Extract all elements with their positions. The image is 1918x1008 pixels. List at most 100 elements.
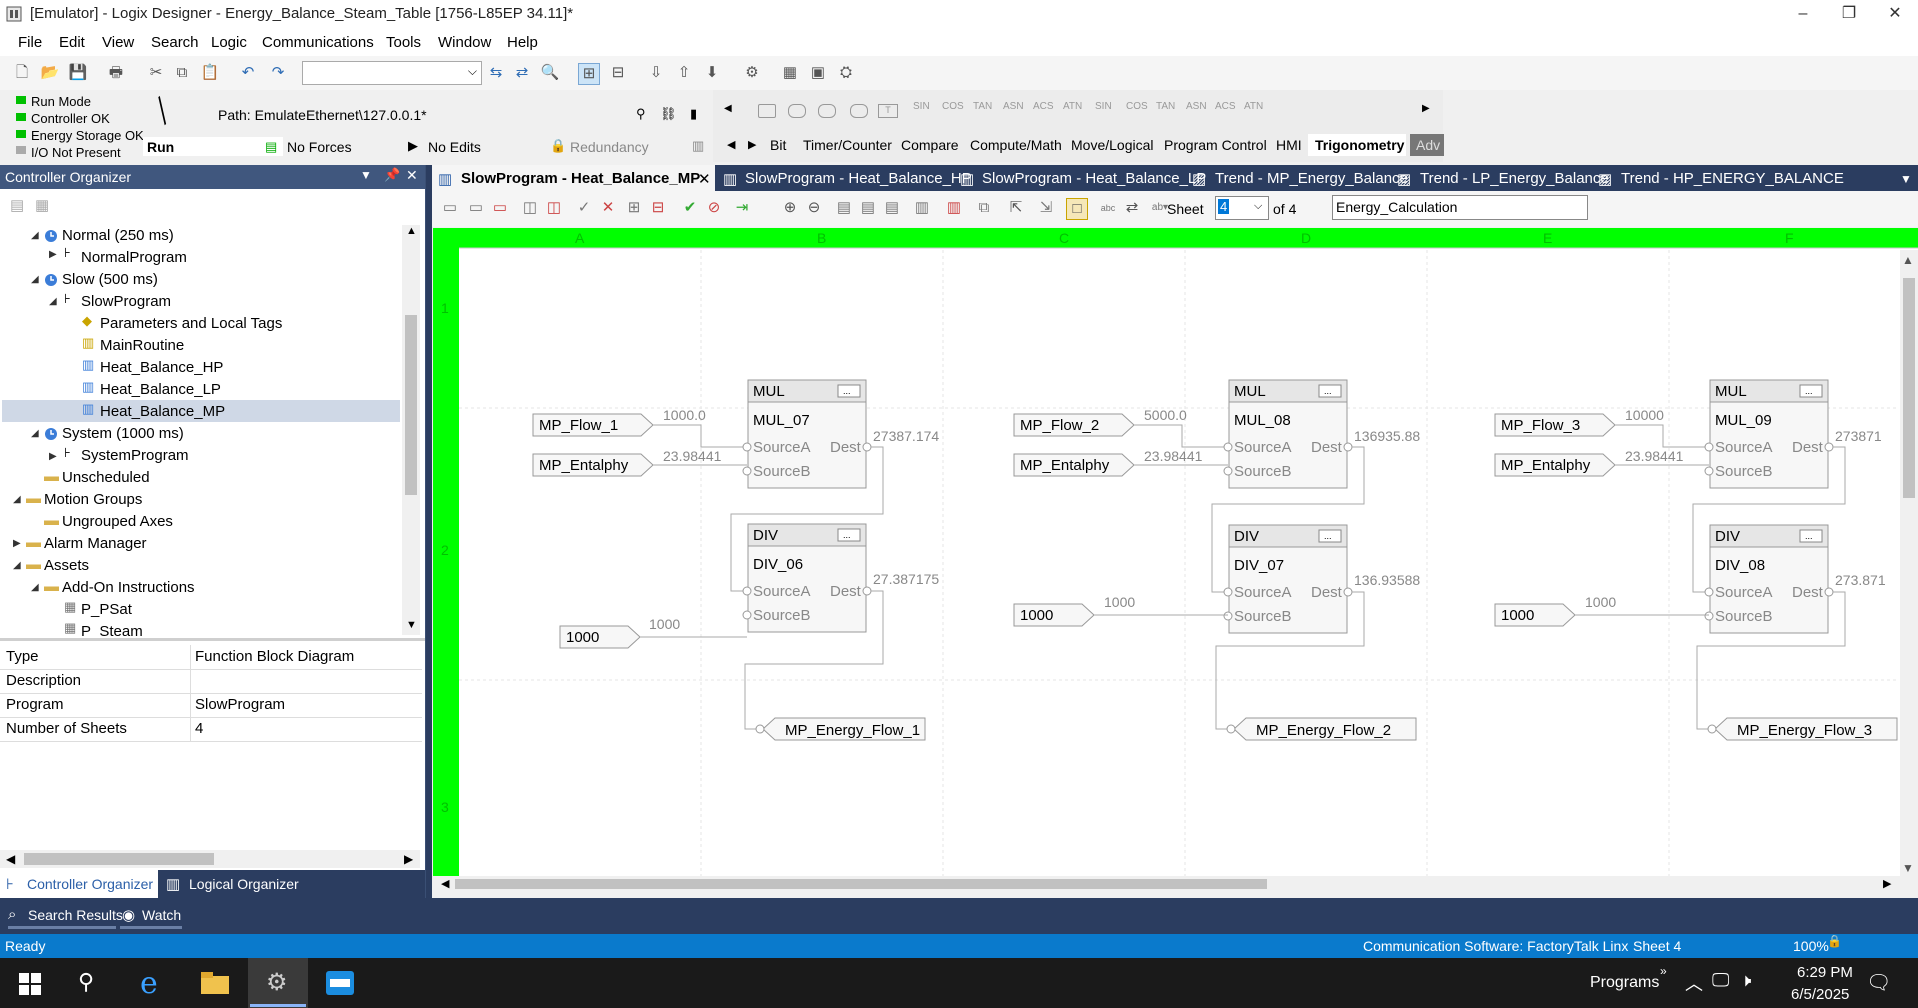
cut-icon[interactable]: ✂ <box>149 64 163 81</box>
tree-normal-program[interactable]: NormalProgram <box>81 249 187 266</box>
dropdown-icon[interactable]: ▼ <box>360 168 372 182</box>
palette-left-icon[interactable]: ◀ <box>724 103 732 114</box>
tree-p-psat[interactable]: P_PSat <box>81 601 132 618</box>
organize-icon[interactable]: ⊞ <box>627 199 641 216</box>
pane-splitter[interactable] <box>0 638 425 641</box>
verify-icon[interactable]: ⊞ <box>578 63 600 85</box>
hscroll-left-icon[interactable]: ◀ <box>441 878 450 890</box>
tabs-right-icon[interactable]: ▶ <box>748 139 757 151</box>
tab-controller-organizer[interactable]: Controller Organizer <box>27 876 154 892</box>
tree-parameters-local-tags[interactable]: Parameters and Local Tags <box>100 315 283 332</box>
check-icon[interactable]: ✔ <box>683 199 697 216</box>
instr-acs-2[interactable]: ACS <box>1215 101 1236 112</box>
tree-task-normal[interactable]: Normal (250 ms) <box>62 227 174 244</box>
settings-icon[interactable]: ⚙ <box>745 64 759 81</box>
scroll-down-icon[interactable]: ▼ <box>406 619 417 631</box>
taskbar-date[interactable]: 6/5/2025 <box>1791 986 1850 1003</box>
forces-arrow-icon[interactable]: ▶ <box>408 138 418 153</box>
online-icon[interactable]: ⬇ <box>705 64 719 81</box>
chevron-icon[interactable]: » <box>1660 964 1667 978</box>
ungroup-icon[interactable]: ⊟ <box>651 199 665 216</box>
collapse-icon[interactable]: ◢ <box>31 428 39 439</box>
tree-heat-balance-hp[interactable]: Heat_Balance_HP <box>100 359 224 376</box>
tree-alarm-manager[interactable]: Alarm Manager <box>44 535 147 552</box>
minimize-button[interactable]: – <box>1798 5 1808 22</box>
tree-scrollbar[interactable]: ▲ ▼ <box>402 225 420 635</box>
collapse-icon[interactable]: ◢ <box>31 582 39 593</box>
delete-ref-icon[interactable]: ▭ <box>492 199 508 216</box>
delete-wire-icon[interactable]: ◫ <box>546 199 562 216</box>
grid-toggle-icon[interactable]: □ <box>1066 198 1088 220</box>
paste-icon[interactable]: 📋 <box>200 64 220 81</box>
search-icon[interactable]: ⚲ <box>78 969 95 994</box>
tree-main-routine[interactable]: MainRoutine <box>100 337 185 354</box>
scroll-up-icon[interactable]: ▲ <box>406 225 417 237</box>
instr-sin[interactable]: SIN <box>913 101 930 112</box>
go-back-icon[interactable]: ⇄ <box>515 64 529 81</box>
instr-cos-2[interactable]: COS <box>1126 101 1148 112</box>
windows-start-icon[interactable] <box>19 973 41 995</box>
instr-tan-2[interactable]: TAN <box>1156 101 1176 112</box>
tools-icon[interactable]: ⛭ <box>839 64 852 81</box>
wire-icon[interactable]: ◫ <box>522 199 538 216</box>
emulator-icon[interactable] <box>326 971 354 995</box>
verify-controller-icon[interactable]: ⊟ <box>611 64 625 81</box>
edits-label[interactable]: No Edits <box>428 139 481 155</box>
tab-program-control[interactable]: Program Control <box>1164 137 1267 153</box>
redo-icon[interactable]: ↷ <box>271 64 285 81</box>
palette-right-icon[interactable]: ▶ <box>1422 103 1430 114</box>
save-icon[interactable]: 💾 <box>68 64 88 81</box>
tab-logical-organizer[interactable]: Logical Organizer <box>189 876 299 892</box>
menu-file[interactable]: File <box>18 34 43 51</box>
expand-icon[interactable]: ◢ <box>31 230 39 241</box>
zoom-in-icon[interactable]: ⊕ <box>783 199 797 216</box>
canvas-hscroll[interactable]: ◀ ▶ <box>433 876 1918 892</box>
collapse-icon[interactable]: ◢ <box>13 494 21 505</box>
ab-icon[interactable]: ab▾ <box>1151 202 1169 213</box>
instr-acs[interactable]: ACS <box>1033 101 1054 112</box>
tree-heat-balance-mp[interactable]: Heat_Balance_MP <box>100 403 226 420</box>
tab-watch[interactable]: Watch <box>142 907 182 923</box>
menu-view[interactable]: View <box>102 34 135 51</box>
expand-icon[interactable]: ▶ <box>49 249 57 260</box>
scroll-left-icon[interactable]: ◀ <box>6 852 16 866</box>
sheet-remove-icon[interactable]: ▥ <box>946 199 962 216</box>
export-icon[interactable]: ⇱ <box>1009 199 1023 216</box>
collapse-all-icon[interactable]: ▤ <box>10 197 25 214</box>
tab-trend-mp[interactable]: Trend - MP_Energy_Balance <box>1215 170 1408 187</box>
menu-window[interactable]: Window <box>438 34 492 51</box>
instr-asn-2[interactable]: ASN <box>1186 101 1207 112</box>
expand-all-icon[interactable]: ▦ <box>35 197 50 214</box>
download-icon[interactable]: ⇩ <box>649 64 663 81</box>
tab-heat-balance-mp[interactable]: SlowProgram - Heat_Balance_MP <box>461 170 701 187</box>
watch-icon[interactable]: ▣ <box>810 64 826 81</box>
find-icon[interactable]: 🔍 <box>540 64 560 81</box>
tree-assets[interactable]: Assets <box>44 557 90 574</box>
scroll-right-icon[interactable]: ▶ <box>404 852 414 866</box>
sheet-icon[interactable]: ▤ <box>836 199 852 216</box>
forces-label[interactable]: No Forces <box>287 139 352 155</box>
copy-icon[interactable]: ⧉ <box>176 64 188 81</box>
sheet-name-field[interactable]: Energy_Calculation <box>1332 195 1588 220</box>
instr-cos[interactable]: COS <box>942 101 964 112</box>
tab-move-logical[interactable]: Move/Logical <box>1071 137 1154 153</box>
search-combo[interactable]: ⌵ <box>302 61 482 85</box>
tree-slow-program[interactable]: SlowProgram <box>81 293 172 310</box>
restore-button[interactable]: ❐ <box>1841 5 1857 22</box>
tab-trend-hp[interactable]: Trend - HP_ENERGY_BALANCE <box>1621 170 1844 187</box>
menu-edit[interactable]: Edit <box>59 34 85 51</box>
sheet-prev-icon[interactable]: ▥ <box>914 199 930 216</box>
tab-trend-lp[interactable]: Trend - LP_Energy_Balance <box>1420 170 1609 187</box>
swap-icon[interactable]: ⇄ <box>1125 199 1139 216</box>
tree-scroll-thumb[interactable] <box>405 315 417 495</box>
tree-system-program[interactable]: SystemProgram <box>81 447 189 464</box>
tab-list-icon[interactable]: ▼ <box>1900 172 1912 186</box>
abc-icon[interactable]: abc <box>1100 203 1116 213</box>
text-icon[interactable]: T <box>878 104 898 118</box>
menu-communications[interactable]: Communications <box>262 34 374 51</box>
internet-explorer-icon[interactable]: e <box>140 966 158 1001</box>
menu-logic[interactable]: Logic <box>211 34 247 51</box>
close-pane-icon[interactable]: ✕ <box>406 167 418 183</box>
hscroll-thumb[interactable] <box>455 879 1267 889</box>
